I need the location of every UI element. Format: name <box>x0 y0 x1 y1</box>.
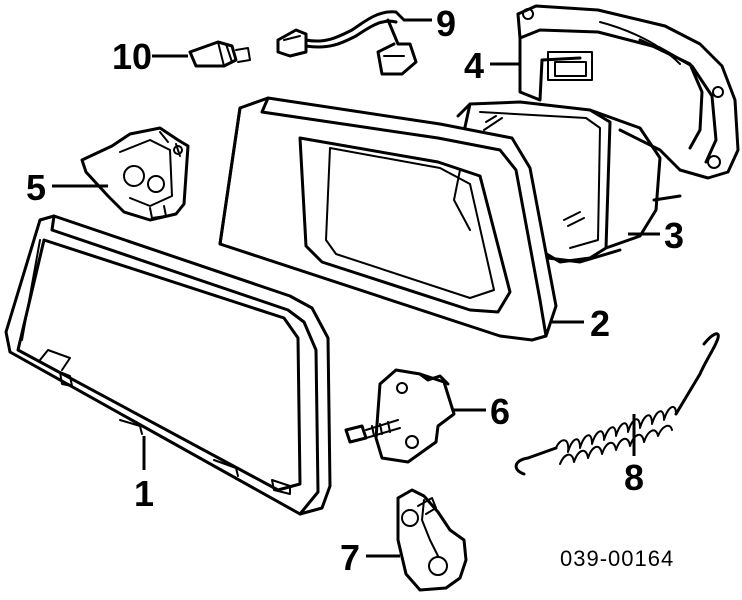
part-2-inner-frame <box>218 96 558 342</box>
callout-8: 8 <box>624 457 644 498</box>
callout-9: 9 <box>436 3 456 44</box>
part-code: 039-00164 <box>560 546 674 571</box>
callout-5: 5 <box>26 167 46 208</box>
callout-2: 2 <box>590 303 610 344</box>
part-9-socket-wire <box>276 10 418 76</box>
part-10-bulb <box>188 40 251 68</box>
part-7-mounting-plate <box>396 488 468 592</box>
part-1-outer-rim <box>4 214 332 516</box>
leader-lines <box>52 18 660 558</box>
callout-4: 4 <box>464 45 484 86</box>
callout-1: 1 <box>134 473 154 514</box>
callout-3: 3 <box>664 215 684 256</box>
callouts: 10 9 4 5 3 2 6 8 1 7 <box>26 3 684 578</box>
part-5-connector-clip <box>80 126 190 222</box>
part-8-spring <box>514 332 720 476</box>
callout-6: 6 <box>490 391 510 432</box>
part-4-bracket <box>516 4 740 180</box>
callout-10: 10 <box>112 36 152 77</box>
part-6-adjuster-bracket <box>344 368 456 464</box>
callout-7: 7 <box>340 537 360 578</box>
